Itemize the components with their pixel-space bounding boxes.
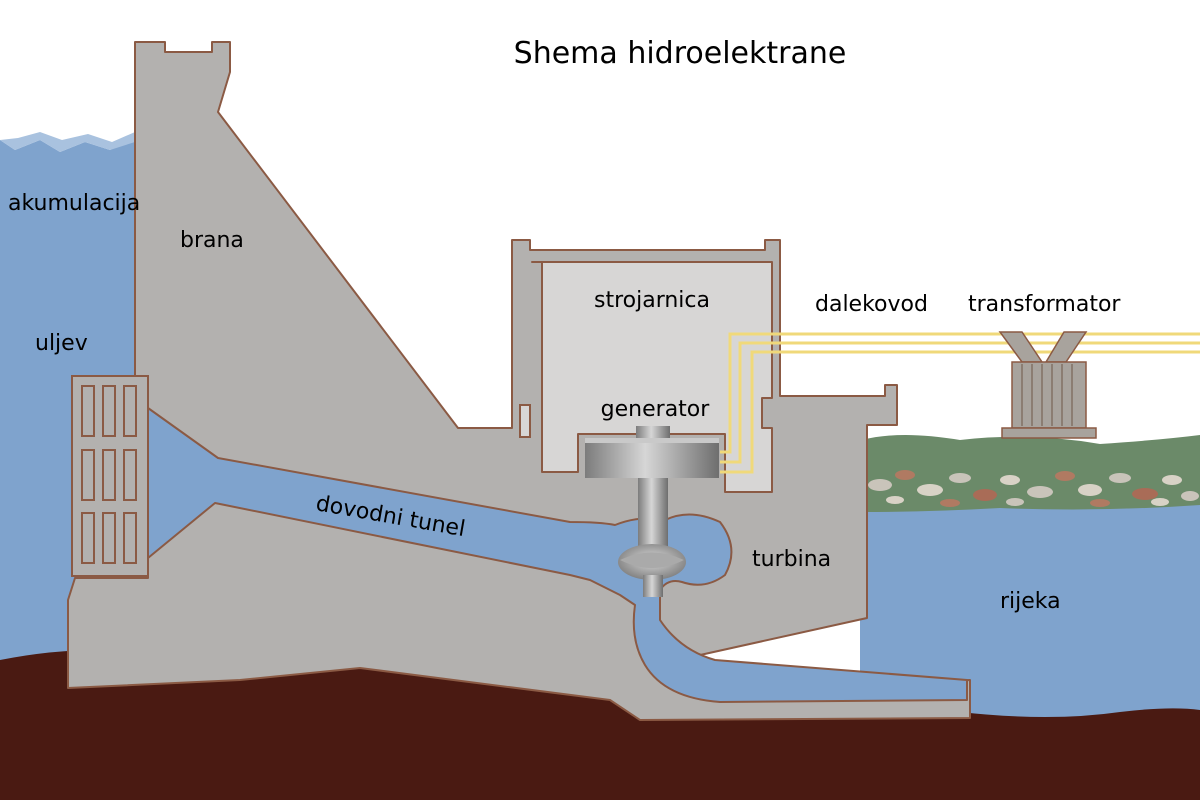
reservoir-wave-highlight (0, 132, 135, 152)
riverbank-grass (862, 435, 1200, 512)
transformer (998, 331, 1097, 439)
turbine (618, 544, 686, 597)
turbine-shaft (638, 478, 668, 556)
label-powerhouse: strojarnica (594, 288, 710, 313)
label-reservoir: akumulacija (8, 191, 140, 216)
label-generator: generator (601, 397, 711, 422)
label-dam: brana (180, 228, 244, 253)
label-transformer: transformator (968, 292, 1121, 317)
label-intake: uljev (35, 331, 88, 356)
diagram-title: Shema hidroelektrane (514, 36, 847, 71)
generator (585, 426, 719, 478)
label-river: rijeka (1000, 589, 1061, 614)
powerhouse-door (519, 404, 531, 438)
dam-body (67, 41, 971, 721)
label-power-line: dalekovod (815, 292, 928, 317)
intake-grate (71, 375, 149, 577)
river-water (860, 500, 1200, 730)
power-lines (720, 332, 1200, 474)
riverbank-stones (868, 470, 1199, 507)
powerhouse-room (531, 261, 773, 493)
bedrock (0, 649, 1200, 800)
label-turbine: turbina (752, 547, 831, 572)
